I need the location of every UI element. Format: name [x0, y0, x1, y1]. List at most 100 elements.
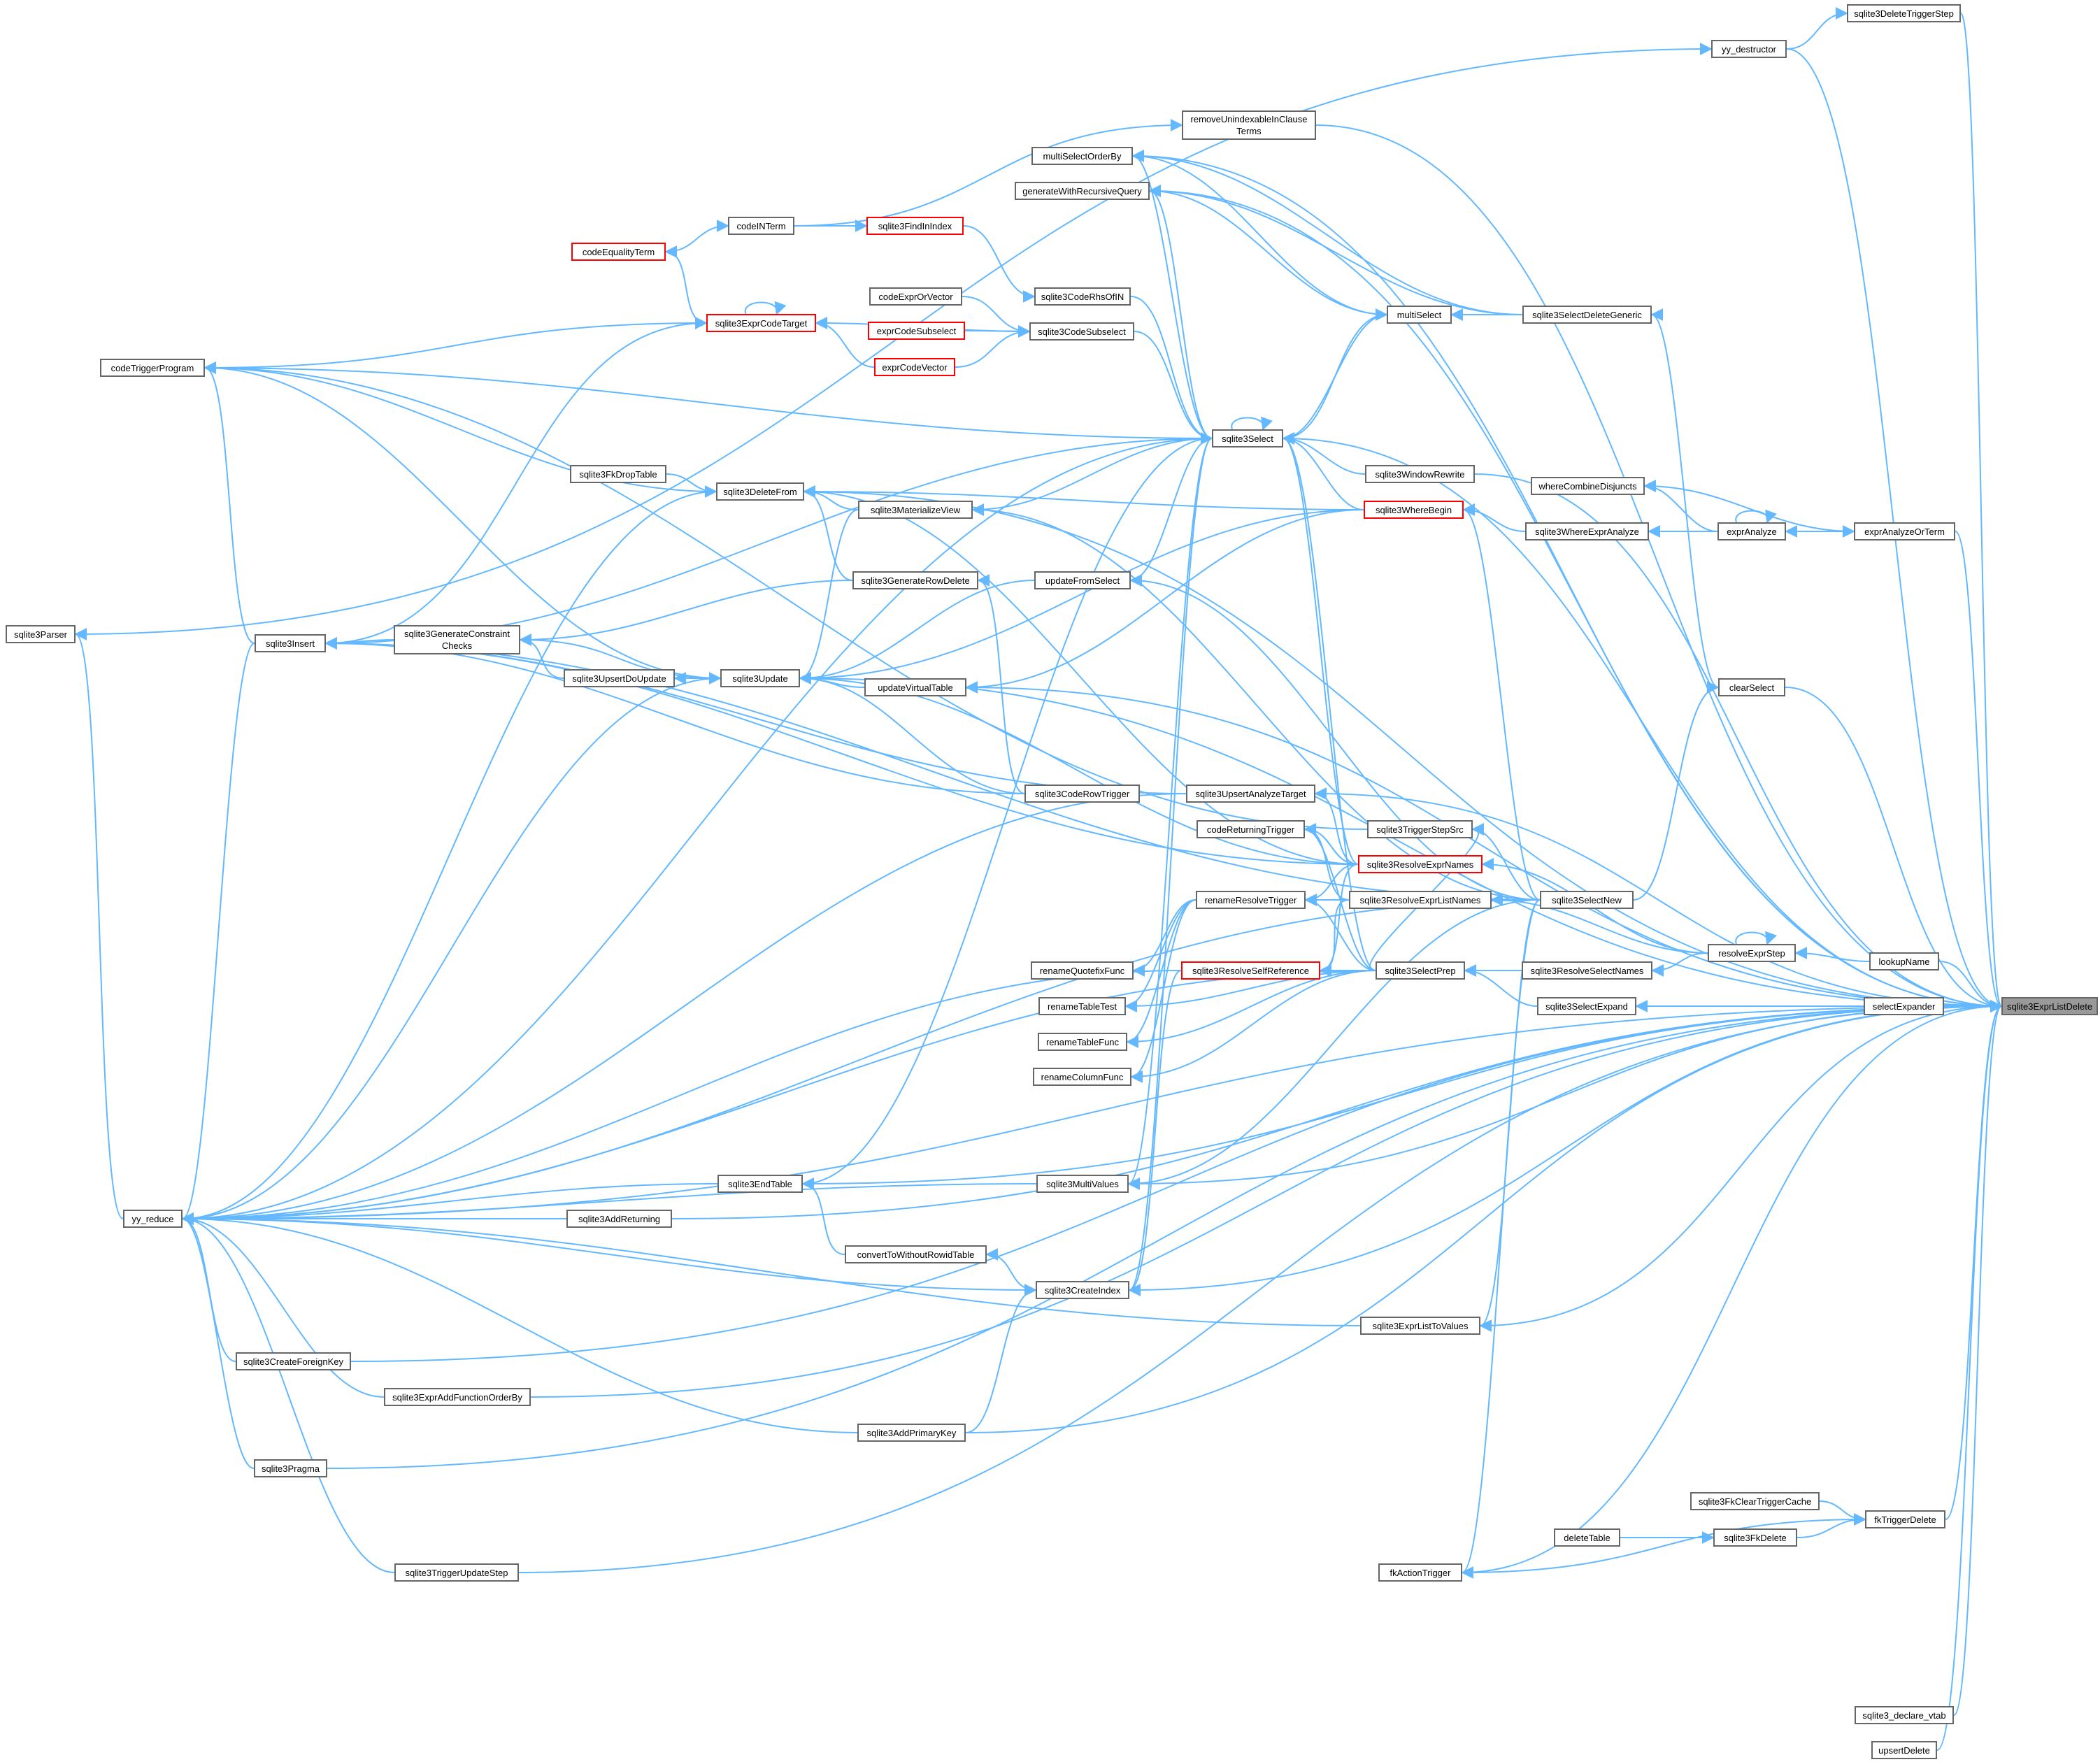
node-codeReturningTrigger[interactable]: codeReturningTrigger [1197, 820, 1305, 838]
node-sqlite3CreateForeignKey[interactable]: sqlite3CreateForeignKey [236, 1352, 351, 1370]
node-sqlite3_declare_vtab[interactable]: sqlite3_declare_vtab [1855, 1706, 1954, 1724]
node-sqlite3WindowRewrite[interactable]: sqlite3WindowRewrite [1365, 465, 1475, 483]
node-sqlite3AddPrimaryKey[interactable]: sqlite3AddPrimaryKey [857, 1424, 966, 1442]
call-edge [1134, 331, 1213, 445]
node-lookupName[interactable]: lookupName [1869, 952, 1939, 970]
node-label: removeUnindexableInClause Terms [1190, 114, 1308, 136]
node-sqlite3TriggerStepSrc[interactable]: sqlite3TriggerStepSrc [1367, 820, 1473, 838]
node-label: sqlite3DeleteTriggerStep [1854, 8, 1954, 19]
node-sqlite3EndTable[interactable]: sqlite3EndTable [717, 1175, 803, 1193]
node-sqlite3DeleteFrom[interactable]: sqlite3DeleteFrom [716, 482, 804, 501]
node-updateFromSelect[interactable]: updateFromSelect [1034, 571, 1131, 589]
node-sqlite3MaterializeView[interactable]: sqlite3MaterializeView [858, 501, 973, 519]
node-updateVirtualTable[interactable]: updateVirtualTable [864, 678, 966, 696]
node-sqlite3SelectNew[interactable]: sqlite3SelectNew [1540, 891, 1634, 909]
node-label: sqlite3SelectNew [1552, 894, 1622, 905]
node-label: sqlite3WhereExprAnalyze [1535, 526, 1639, 537]
call-edge [664, 245, 707, 324]
node-sqlite3WhereExprAnalyze[interactable]: sqlite3WhereExprAnalyze [1525, 522, 1649, 540]
node-sqlite3TriggerUpdateStep[interactable]: sqlite3TriggerUpdateStep [394, 1563, 519, 1582]
call-edge [519, 633, 564, 679]
node-yy_reduce[interactable]: yy_reduce [123, 1210, 183, 1228]
node-renameColumnFunc[interactable]: renameColumnFunc [1033, 1068, 1131, 1086]
node-label: sqlite3CreateIndex [1044, 1284, 1121, 1296]
node-sqlite3FindInIndex[interactable]: sqlite3FindInIndex [866, 217, 964, 235]
call-edge [1124, 970, 1376, 1012]
node-codeExprOrVector[interactable]: codeExprOrVector [869, 287, 962, 306]
node-label: sqlite3FkDropTable [579, 468, 657, 480]
node-sqlite3GenerateRowDelete[interactable]: sqlite3GenerateRowDelete [852, 571, 978, 589]
call-edge [1735, 509, 1777, 524]
node-label: sqlite3FindInIndex [878, 220, 952, 231]
call-edge [1132, 899, 1197, 977]
node-selectExpander[interactable]: selectExpander [1864, 997, 1944, 1015]
node-sqlite3ResolveSelectNames[interactable]: sqlite3ResolveSelectNames [1522, 961, 1652, 980]
node-clearSelect[interactable]: clearSelect [1718, 678, 1785, 696]
node-sqlite3Select[interactable]: sqlite3Select [1212, 429, 1283, 447]
call-edge [519, 580, 853, 646]
node-sqlite3FkDelete[interactable]: sqlite3FkDelete [1713, 1528, 1797, 1547]
node-sqlite3CodeSubselect[interactable]: sqlite3CodeSubselect [1029, 322, 1134, 341]
node-sqlite3SelectPrep[interactable]: sqlite3SelectPrep [1376, 961, 1465, 980]
node-sqlite3ExprListDelete[interactable]: sqlite3ExprListDelete [2001, 997, 2098, 1015]
node-label: updateFromSelect [1045, 575, 1120, 586]
node-convertToWithoutRowidTable[interactable]: convertToWithoutRowidTable [845, 1245, 987, 1263]
node-fkActionTrigger[interactable]: fkActionTrigger [1378, 1563, 1462, 1582]
node-sqlite3ResolveSelfReference[interactable]: sqlite3ResolveSelfReference [1181, 961, 1320, 980]
node-renameTableFunc[interactable]: renameTableFunc [1038, 1033, 1127, 1051]
call-edge [181, 970, 1376, 1225]
node-sqlite3ResolveExprNames[interactable]: sqlite3ResolveExprNames [1358, 855, 1483, 873]
node-sqlite3FkClearTriggerCache[interactable]: sqlite3FkClearTriggerCache [1690, 1492, 1820, 1510]
node-multiSelectOrderBy[interactable]: multiSelectOrderBy [1031, 147, 1133, 165]
node-label: generateWithRecursiveQuery [1022, 185, 1142, 196]
node-codeTriggerProgram[interactable]: codeTriggerProgram [100, 359, 205, 377]
node-sqlite3ResolveExprListNames[interactable]: sqlite3ResolveExprListNames [1349, 891, 1492, 909]
node-whereCombineDisjuncts[interactable]: whereCombineDisjuncts [1531, 477, 1645, 495]
node-removeUnindexableInClauseTerms[interactable]: removeUnindexableInClause Terms [1182, 110, 1316, 140]
node-deleteTable[interactable]: deleteTable [1554, 1528, 1620, 1547]
node-renameQuotefixFunc[interactable]: renameQuotefixFunc [1031, 961, 1134, 980]
node-sqlite3Pragma[interactable]: sqlite3Pragma [254, 1459, 327, 1477]
node-sqlite3DeleteTriggerStep[interactable]: sqlite3DeleteTriggerStep [1847, 4, 1961, 22]
node-sqlite3SelectExpand[interactable]: sqlite3SelectExpand [1537, 997, 1636, 1015]
call-edge [1131, 150, 1387, 315]
node-sqlite3CodeRhsOfIN[interactable]: sqlite3CodeRhsOfIN [1034, 287, 1131, 306]
call-edge [1130, 899, 1197, 1083]
node-sqlite3CodeRowTrigger[interactable]: sqlite3CodeRowTrigger [1024, 785, 1140, 803]
node-sqlite3FkDropTable[interactable]: sqlite3FkDropTable [570, 465, 666, 483]
call-edge [665, 220, 729, 252]
node-sqlite3Update[interactable]: sqlite3Update [720, 669, 800, 687]
node-resolveExprStep[interactable]: resolveExprStep [1708, 944, 1796, 962]
call-edge [1131, 150, 1523, 315]
node-exprAnalyze[interactable]: exprAnalyze [1717, 522, 1786, 540]
node-upsertDelete[interactable]: upsertDelete [1871, 1741, 1937, 1759]
node-yy_destructor[interactable]: yy_destructor [1711, 40, 1787, 58]
node-sqlite3Parser[interactable]: sqlite3Parser [6, 625, 76, 643]
node-fkTriggerDelete[interactable]: fkTriggerDelete [1865, 1510, 1945, 1528]
node-codeINTerm[interactable]: codeINTerm [728, 217, 794, 235]
node-sqlite3UpsertAnalyzeTarget[interactable]: sqlite3UpsertAnalyzeTarget [1186, 785, 1315, 803]
node-renameResolveTrigger[interactable]: renameResolveTrigger [1196, 891, 1306, 909]
node-renameTableTest[interactable]: renameTableTest [1038, 997, 1126, 1015]
call-edge [327, 1000, 2003, 1469]
node-sqlite3ExprCodeTarget[interactable]: sqlite3ExprCodeTarget [706, 314, 816, 332]
node-sqlite3UpsertDoUpdate[interactable]: sqlite3UpsertDoUpdate [564, 669, 675, 687]
node-sqlite3CreateIndex[interactable]: sqlite3CreateIndex [1036, 1281, 1129, 1299]
call-edge [1130, 296, 1213, 445]
call-edge [181, 1212, 858, 1433]
node-exprCodeSubselect[interactable]: exprCodeSubselect [868, 322, 965, 340]
node-codeEqualityTerm[interactable]: codeEqualityTerm [571, 243, 666, 261]
node-sqlite3SelectDeleteGeneric[interactable]: sqlite3SelectDeleteGeneric [1522, 306, 1652, 324]
node-sqlite3WhereBegin[interactable]: sqlite3WhereBegin [1364, 501, 1464, 519]
node-sqlite3Insert[interactable]: sqlite3Insert [255, 634, 326, 652]
node-sqlite3ExprAddFunctionOrderBy[interactable]: sqlite3ExprAddFunctionOrderBy [384, 1388, 531, 1406]
node-sqlite3AddReturning[interactable]: sqlite3AddReturning [566, 1210, 672, 1228]
node-generateWithRecursiveQuery[interactable]: generateWithRecursiveQuery [1015, 182, 1150, 200]
call-edge [1148, 185, 1213, 439]
node-sqlite3ExprListToValues[interactable]: sqlite3ExprListToValues [1360, 1317, 1480, 1335]
node-exprCodeVector[interactable]: exprCodeVector [874, 358, 955, 376]
node-multiSelect[interactable]: multiSelect [1387, 306, 1452, 324]
node-sqlite3MultiValues[interactable]: sqlite3MultiValues [1036, 1175, 1129, 1193]
node-exprAnalyzeOrTerm[interactable]: exprAnalyzeOrTerm [1854, 522, 1955, 540]
node-sqlite3GenerateConstraintChecks[interactable]: sqlite3GenerateConstraint Checks [394, 625, 520, 654]
